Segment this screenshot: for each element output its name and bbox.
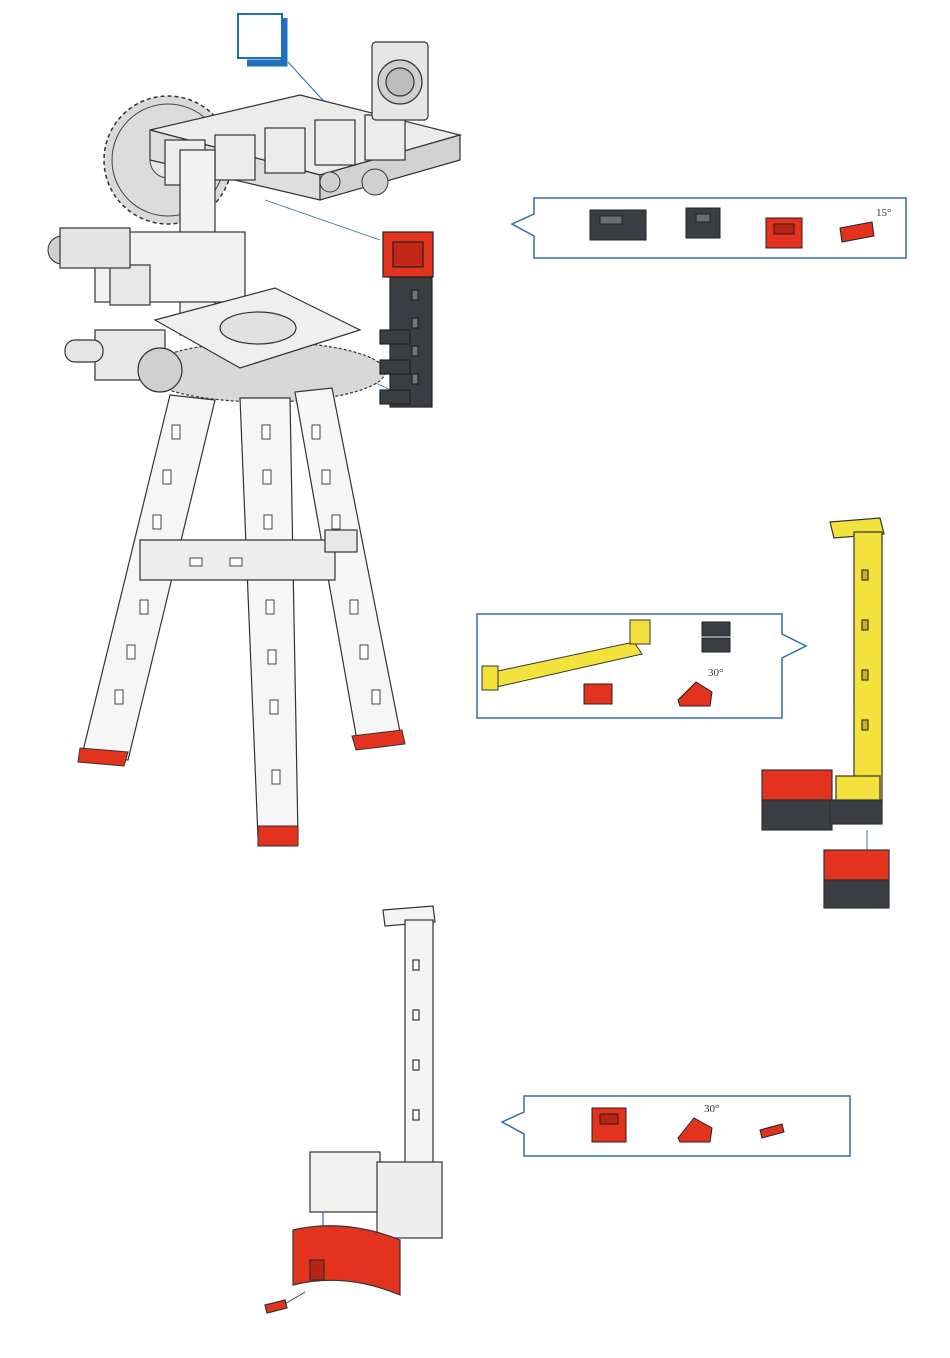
bottom-frame-assembly bbox=[255, 900, 455, 1320]
angle-label-30-bottom: 30° bbox=[704, 1103, 719, 1115]
crane-model-illustration bbox=[0, 0, 480, 860]
part-dark-long-block bbox=[590, 210, 646, 240]
parts-callout-top: 15° bbox=[508, 196, 910, 264]
part-red-building-block-bottom bbox=[592, 1108, 626, 1142]
part-red-building-block bbox=[766, 218, 802, 248]
motor-housing bbox=[372, 42, 428, 120]
yellow-arm-assembly bbox=[752, 510, 922, 920]
angle-label-15: 15° bbox=[876, 207, 891, 219]
parts-callout-bottom: 30° bbox=[498, 1094, 856, 1160]
exploded-column-part bbox=[380, 232, 433, 407]
angle-label-30-middle: 30° bbox=[708, 667, 723, 679]
part-dark-block bbox=[686, 208, 720, 238]
part-red-small-block bbox=[584, 684, 612, 704]
